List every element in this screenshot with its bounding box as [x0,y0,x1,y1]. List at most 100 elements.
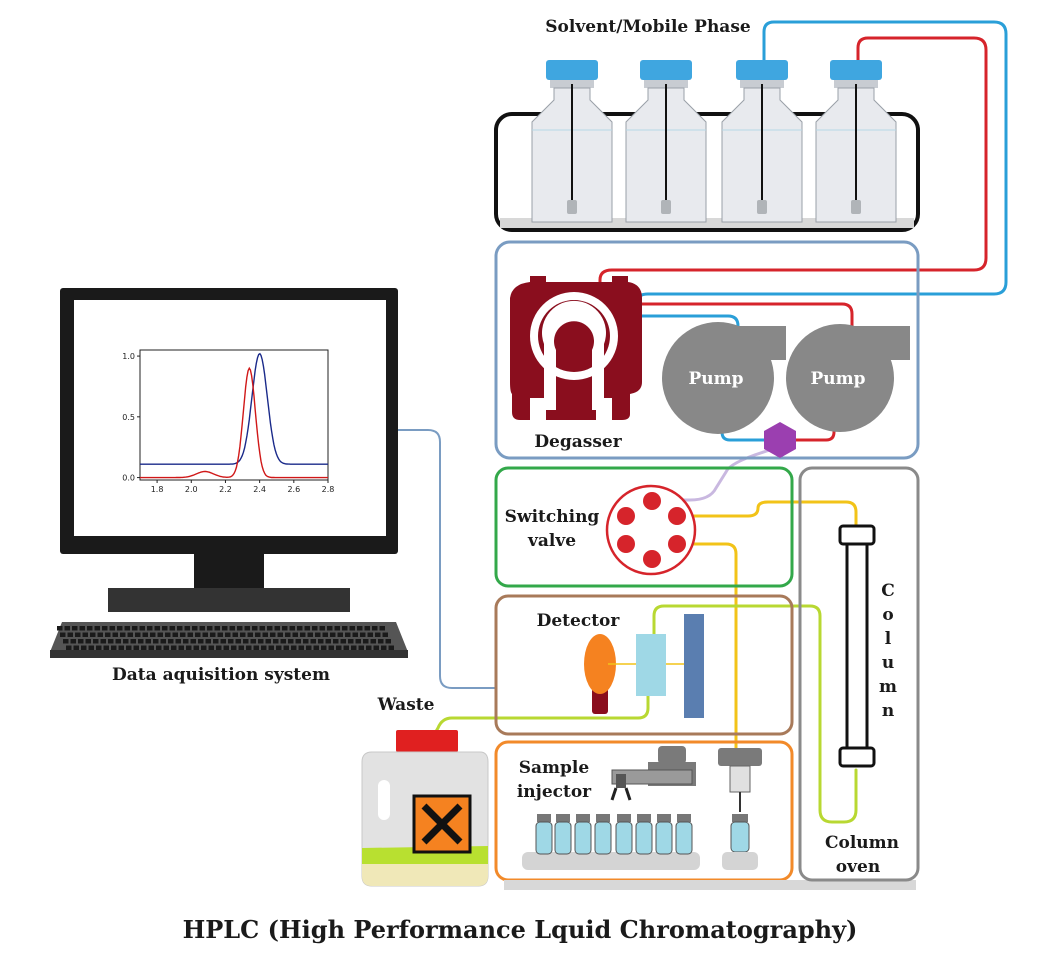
keyboard-key [291,645,297,650]
keyboard-key [109,626,115,631]
keyboard-key [259,626,265,631]
keyboard-key [217,632,223,637]
sample-vials [535,814,693,855]
keyboard-key [229,626,235,631]
pump-1: Pump [662,322,786,434]
keyboard-key [285,632,291,637]
keyboard-key [108,639,114,644]
keyboard-key [340,639,346,644]
keyboard-key [124,626,130,631]
detector-label: Detector [537,611,621,631]
column-oven-box [798,466,920,882]
keyboard-key [117,626,123,631]
keyboard-key [199,626,205,631]
keyboard-key [292,632,298,637]
keyboard-key [303,639,309,644]
keyboard-key [213,639,219,644]
keyboard-key [222,626,228,631]
keyboard-key [154,626,160,631]
keyboard-key [322,632,328,637]
keyboard-key [73,645,79,650]
keyboard-key [135,632,141,637]
bottle-2 [625,60,707,223]
solvent-bottles [531,60,897,223]
keyboard-key [102,626,108,631]
keyboard-key [97,632,103,637]
keyboard-key [277,632,283,637]
keyboard-key [162,626,168,631]
keyboard-key [379,626,385,631]
x-tick-label: 2.6 [287,485,300,494]
keyboard-key [177,626,183,631]
keyboard-key [190,639,196,644]
x-tick-label: 2.4 [253,485,266,494]
keyboard-key [183,639,189,644]
keyboard-key [184,626,190,631]
keyboard-key [193,645,199,650]
keyboard-key [94,626,100,631]
x-tick-label: 2.8 [322,485,335,494]
keyboard-keys [57,626,394,650]
keyboard-key [96,645,102,650]
column-letter: m [879,677,897,697]
keyboard-key [208,645,214,650]
keyboard-key [118,645,124,650]
keyboard-key [72,626,78,631]
keyboard-key [205,639,211,644]
keyboard-key [265,639,271,644]
keyboard-key [67,632,73,637]
keyboard-key [327,626,333,631]
injector-base-shadow [504,880,916,890]
keyboard-key [169,626,175,631]
pump2-outlet-line [794,416,836,442]
keyboard-key [148,645,154,650]
keyboard-key [372,626,378,631]
keyboard-key [186,645,192,650]
keyboard-key [112,632,118,637]
keyboard-key [81,645,87,650]
waste-container [361,730,489,887]
keyboard-key [171,645,177,650]
keyboard-key [127,632,133,637]
injector-needle-assembly [718,748,762,870]
sample-vial [675,814,693,855]
detector-to-waste-line [430,694,650,740]
chart-plot-frame [139,349,329,481]
keyboard-key [178,645,184,650]
bottle-1 [531,60,613,223]
keyboard-key [90,632,96,637]
keyboard-key [244,626,250,631]
keyboard-key [382,632,388,637]
column-letter: l [885,629,892,649]
keyboard-key [195,632,201,637]
keyboard-key [132,626,138,631]
keyboard-key [300,632,306,637]
keyboard-key [295,639,301,644]
keyboard-key [187,632,193,637]
keyboard-key [315,632,321,637]
keyboard-key [231,645,237,650]
sample-injector-label-2: injector [517,782,592,802]
red-solvent-line [598,36,988,342]
keyboard-key [238,645,244,650]
keyboard-key [261,645,267,650]
keyboard-key [57,626,63,631]
keyboard-key [78,639,84,644]
keyboard-key [348,639,354,644]
sample-vial-rack [522,814,700,870]
keyboard-key [243,639,249,644]
keyboard-key [79,626,85,631]
degasser-box [494,240,920,460]
keyboard-key [252,626,258,631]
keyboard-key [202,632,208,637]
keyboard-key [105,632,111,637]
keyboard-key [172,632,178,637]
keyboard-key [312,626,318,631]
keyboard-key [345,632,351,637]
keyboard-key [141,645,147,650]
keyboard-key [120,632,126,637]
keyboard-key [175,639,181,644]
keyboard-key [355,639,361,644]
